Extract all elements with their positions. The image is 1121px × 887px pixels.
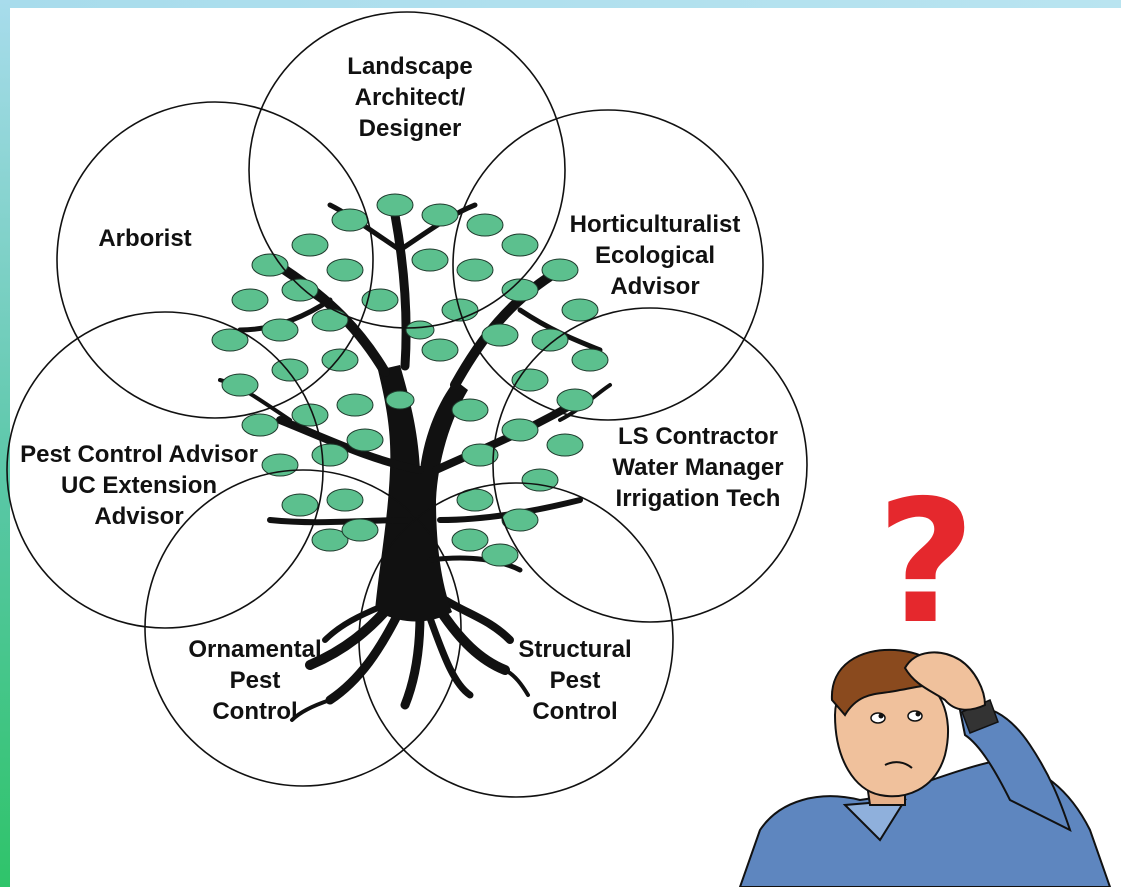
circle-landscape-architect <box>248 11 566 329</box>
frame-left-border <box>0 0 10 887</box>
circle-ls-contractor <box>492 307 808 623</box>
circle-ornamental-pest <box>144 469 462 787</box>
circle-horticulturalist <box>452 109 764 421</box>
mouth <box>884 761 913 769</box>
label-ls-contractor: LS Contractor Water Manager Irrigation T… <box>612 423 784 512</box>
role-circles <box>6 11 808 798</box>
confused-man-illustration <box>738 648 1112 887</box>
circle-structural-pest <box>358 482 674 798</box>
circle-arborist <box>56 101 374 419</box>
label-landscape-architect: Landscape Architect/ Designer <box>347 53 473 142</box>
frame-top-border <box>0 0 1121 8</box>
arm <box>958 705 1072 832</box>
label-horticulturalist: Horticulturalist Ecological Advisor <box>569 211 741 300</box>
label-pest-control-advisor: Pest Control Advisor UC Extension Adviso… <box>20 441 258 530</box>
tree-illustration <box>211 193 612 722</box>
label-ornamental-pest: Ornamental Pest Control <box>188 636 322 725</box>
label-structural-pest: Structural Pest Control <box>518 636 632 725</box>
tree-trunk <box>375 365 468 622</box>
circle-pest-control-advisor <box>6 311 324 629</box>
hand <box>903 651 987 711</box>
label-arborist: Arborist <box>98 225 192 252</box>
question-mark: ? <box>876 464 976 662</box>
